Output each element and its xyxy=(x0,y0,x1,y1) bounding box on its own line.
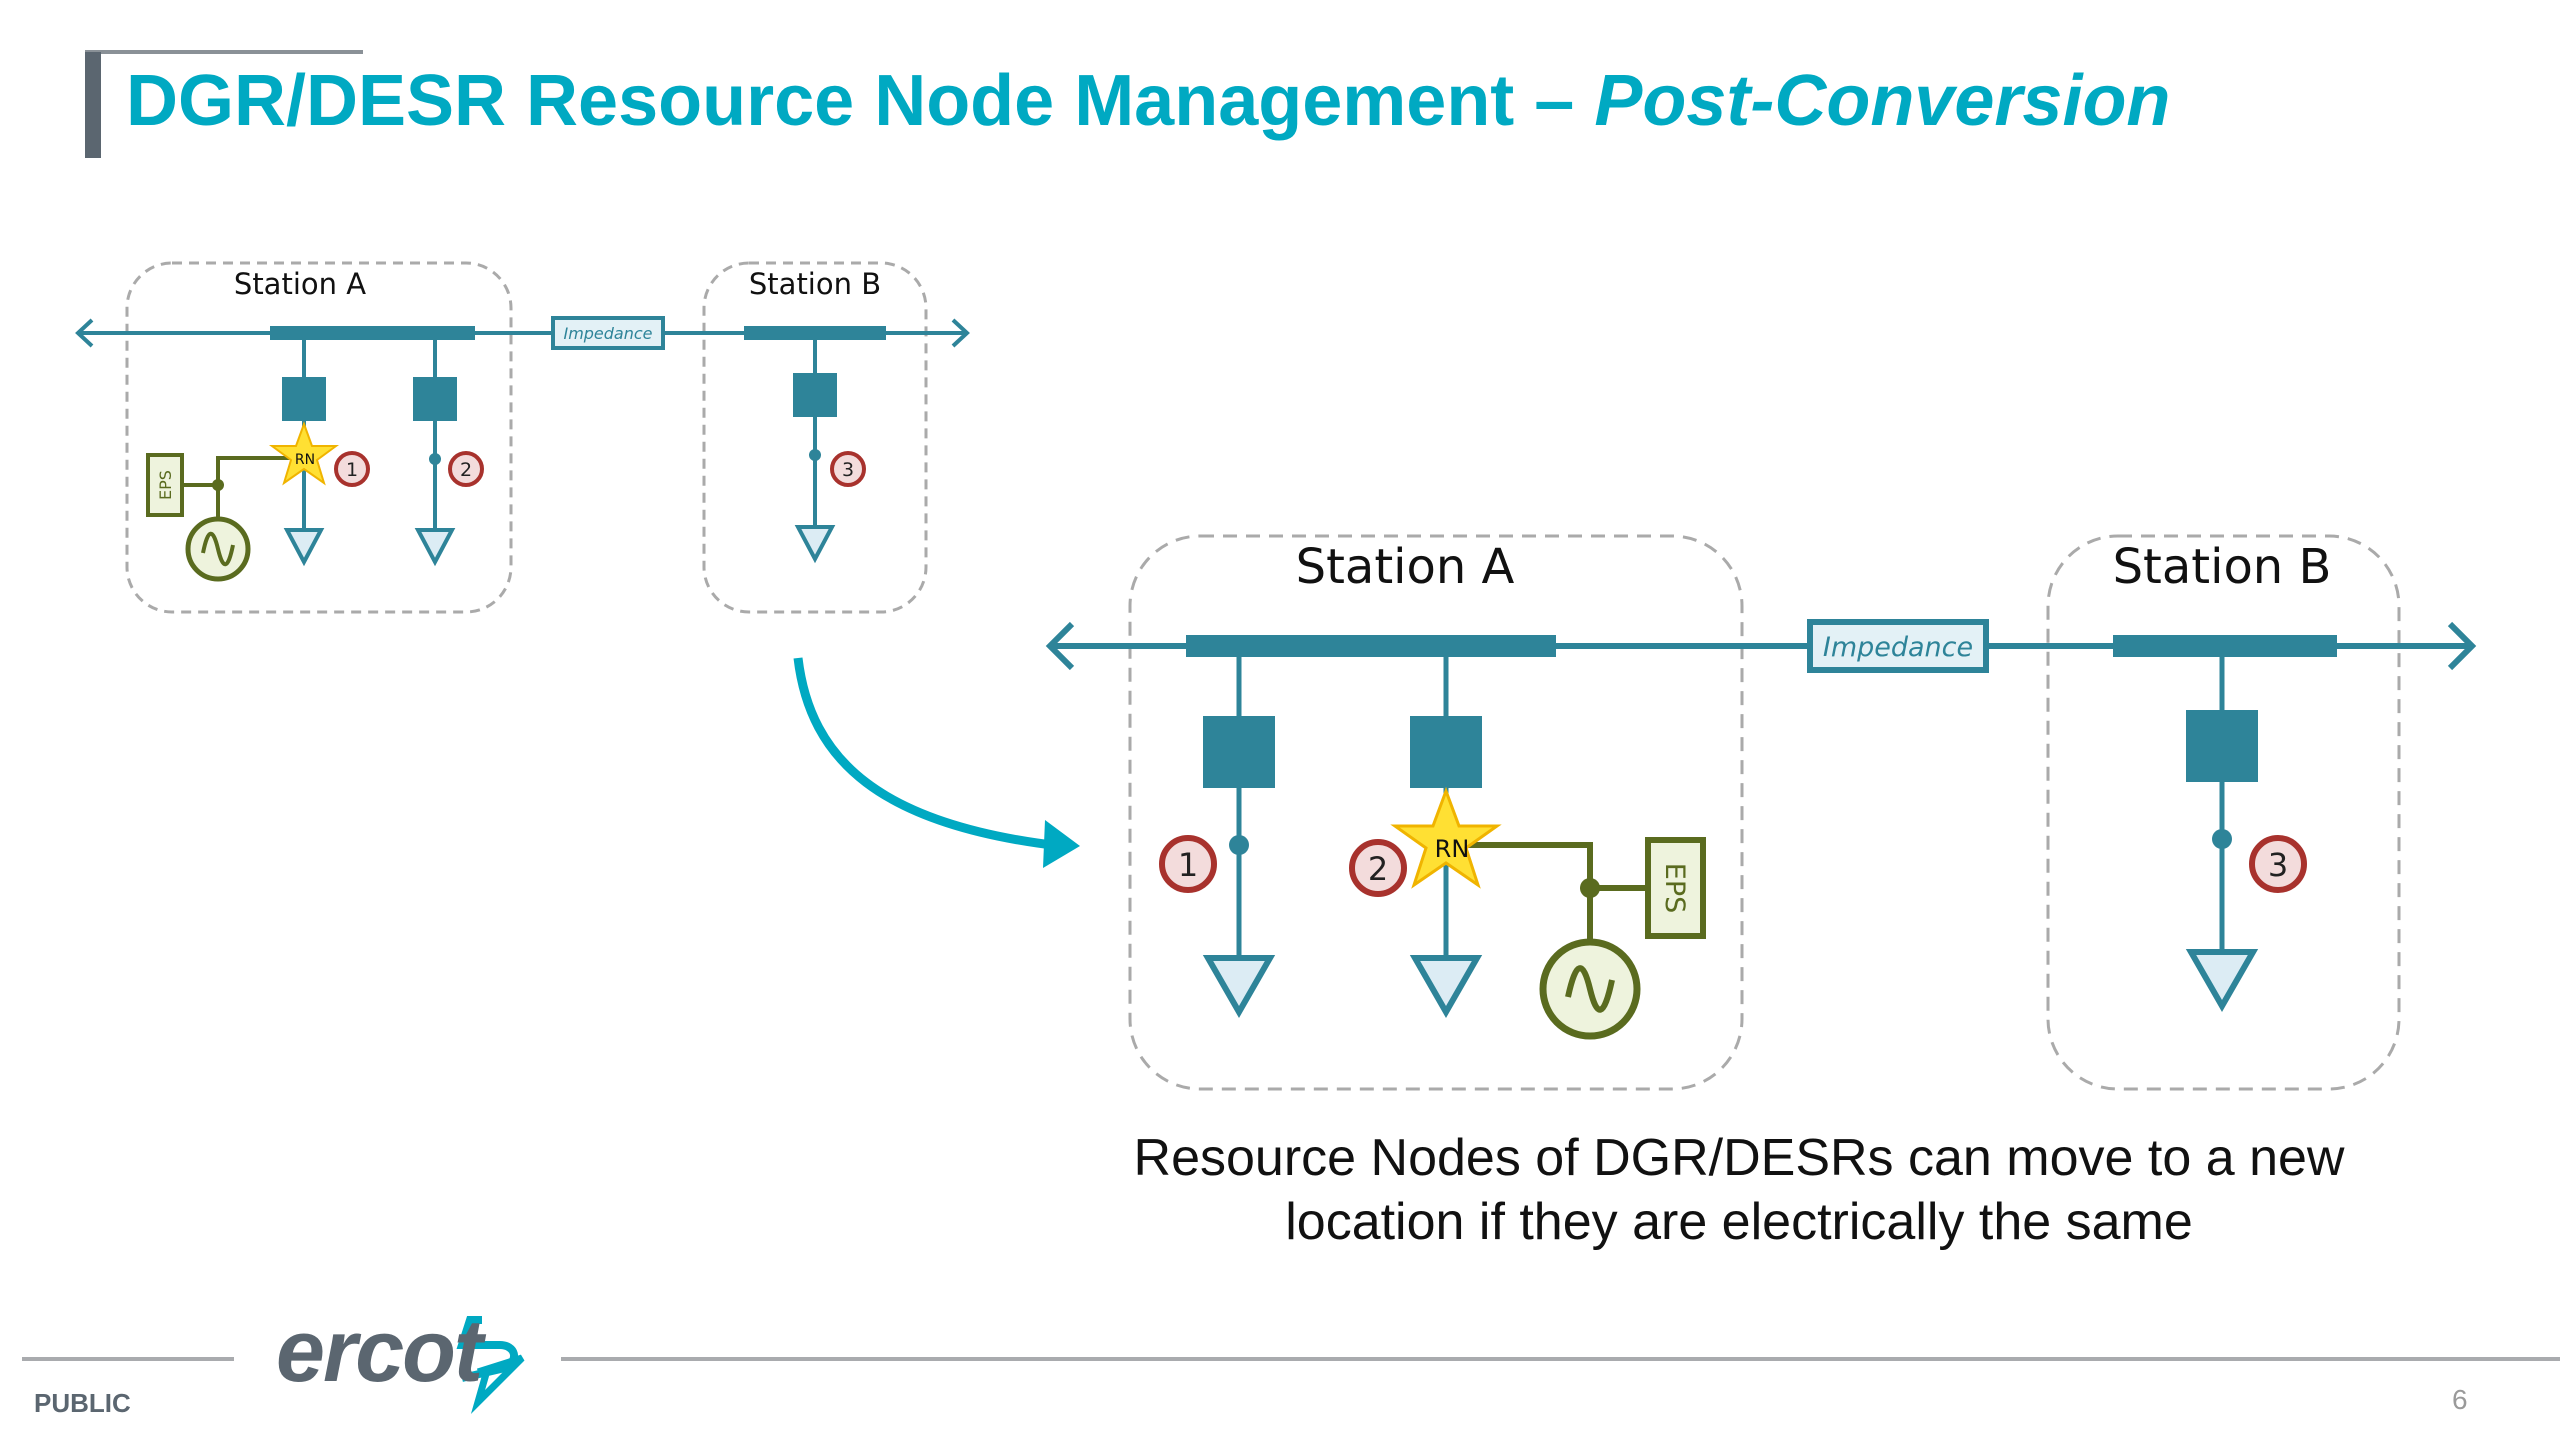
rn-star-icon xyxy=(1390,786,1502,889)
gen-junction xyxy=(1580,878,1600,898)
node-circle-3 xyxy=(830,451,866,487)
breaker-1 xyxy=(1203,716,1275,788)
bus-station-b xyxy=(744,326,886,340)
load-3-icon xyxy=(794,525,836,564)
sine-icon xyxy=(1565,965,1615,1013)
node-circle-2 xyxy=(448,451,484,487)
arrow-left-icon xyxy=(1045,621,1075,671)
impedance-label: Impedance xyxy=(563,324,652,343)
node-label-1: 1 xyxy=(346,459,358,481)
impedance-label: Impedance xyxy=(1823,632,1973,663)
station-b-box xyxy=(2046,534,2401,1091)
node-circle-1 xyxy=(334,451,370,487)
slide-title: DGR/DESR Resource Node Management – Post… xyxy=(126,60,2170,142)
station-b-label: Station B xyxy=(2113,539,2332,595)
node-label-2: 2 xyxy=(1368,850,1388,888)
rn-star-icon xyxy=(268,421,340,486)
station-a-box xyxy=(125,261,513,614)
load-1-icon xyxy=(1202,955,1276,1019)
page-number: 6 xyxy=(2452,1384,2468,1415)
title-main-text: DGR/DESR Resource Node Management – xyxy=(126,61,1595,141)
gen-junction xyxy=(212,479,224,491)
eps-box xyxy=(146,453,184,517)
diagram-before: Station A Station B Impedance EPS xyxy=(75,261,970,614)
load-2-icon xyxy=(414,528,456,567)
arrow-left-icon xyxy=(75,318,94,348)
node-circle-3 xyxy=(2249,835,2307,893)
station-b-label: Station B xyxy=(749,267,881,301)
arrow-right-icon xyxy=(951,318,970,348)
station-a-label: Station A xyxy=(1296,539,1515,595)
node-label-3: 3 xyxy=(2268,846,2288,884)
load-1-icon xyxy=(283,528,325,567)
station-b-box xyxy=(702,261,928,614)
caption-line-1: Resource Nodes of DGR/DESRs can move to … xyxy=(1133,1129,2345,1187)
title-accent-bar xyxy=(85,52,101,158)
node-dot-3 xyxy=(2212,829,2232,849)
bus-station-a xyxy=(1186,635,1556,657)
eps-label: EPS xyxy=(156,470,175,500)
eps-label: EPS xyxy=(1659,863,1690,913)
node-label-3: 3 xyxy=(842,459,854,481)
eps-box xyxy=(1645,837,1706,939)
breaker-1 xyxy=(282,377,326,421)
load-3-icon xyxy=(2185,949,2259,1013)
arrow-right-icon xyxy=(2447,621,2477,671)
transition-arrowhead-icon xyxy=(1043,820,1080,868)
breaker-2 xyxy=(413,377,457,421)
breaker-2 xyxy=(1410,716,1482,788)
station-a-label: Station A xyxy=(234,267,366,301)
breaker-3 xyxy=(2186,710,2258,782)
ercot-logo-mark-icon xyxy=(456,1316,525,1415)
generator-wire xyxy=(216,456,304,485)
classification-label: PUBLIC xyxy=(34,1388,131,1418)
bus-station-b xyxy=(2113,635,2337,657)
station-a-box xyxy=(1128,534,1744,1091)
node-dot-2 xyxy=(429,453,441,465)
node-label-1: 1 xyxy=(1178,846,1198,884)
title-italic-text: Post-Conversion xyxy=(1594,61,2171,141)
impedance-box xyxy=(1807,619,1989,673)
diagram-after: Station A Station B Impedance EPS RN xyxy=(1045,534,2477,1091)
title-accent-line xyxy=(85,50,363,54)
impedance-box xyxy=(551,316,665,350)
transition-arrow xyxy=(793,657,1061,851)
slide-caption: Resource Nodes of DGR/DESRs can move to … xyxy=(1039,1126,2439,1254)
node-label-2: 2 xyxy=(460,459,472,481)
generator-wire xyxy=(1446,842,1593,888)
bus-station-a xyxy=(270,326,475,340)
node-circle-2 xyxy=(1349,839,1407,897)
footer-divider-left xyxy=(22,1357,234,1361)
rn-label: RN xyxy=(1435,835,1470,863)
breaker-3 xyxy=(793,373,837,417)
footer-divider-right xyxy=(561,1357,2560,1361)
sine-icon xyxy=(201,531,235,567)
load-2-icon xyxy=(1409,955,1483,1019)
node-dot-3 xyxy=(809,449,821,461)
caption-line-2: location if they are electrically the sa… xyxy=(1285,1193,2193,1251)
node-circle-1 xyxy=(1159,835,1217,893)
rn-label: RN xyxy=(295,452,315,468)
node-dot-1 xyxy=(1229,835,1249,855)
ercot-logo: ercot xyxy=(276,1301,483,1400)
